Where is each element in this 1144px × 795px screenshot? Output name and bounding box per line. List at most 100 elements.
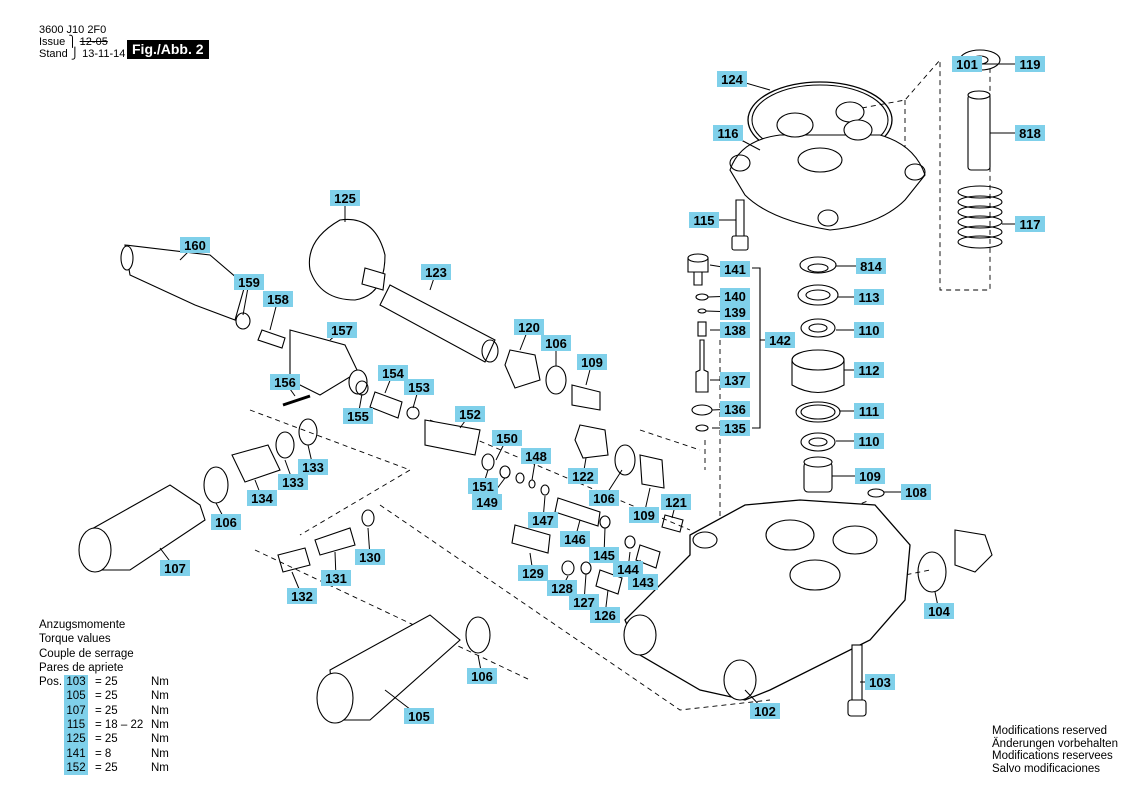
part-label-box (750, 703, 780, 719)
part-label-box (298, 459, 328, 475)
part-number-157: 157 (331, 323, 353, 338)
part-number-122: 122 (572, 469, 594, 484)
part-label-box (518, 565, 548, 581)
torque-pos: 105 (64, 689, 88, 704)
figure-badge: Fig./Abb. 2 (127, 40, 209, 59)
torque-value: = 25 (95, 676, 118, 689)
part-number-109: 109 (859, 469, 881, 484)
part-label-box (713, 125, 743, 141)
part-number-106: 106 (593, 491, 615, 506)
part-number-134: 134 (251, 491, 273, 506)
part-number-133: 133 (302, 460, 324, 475)
part-label-box (211, 514, 241, 530)
part-label-box (720, 401, 750, 417)
part-label-box (717, 71, 747, 87)
part-number-107: 107 (164, 561, 186, 576)
part-number-155: 155 (347, 409, 369, 424)
stand-value: 13-11-14 (82, 48, 126, 60)
part-number-159: 159 (238, 275, 260, 290)
part-number-116: 116 (718, 126, 739, 141)
modifications-line: Änderungen vorbehalten (992, 737, 1118, 750)
modifications-note: Modifications reserved Änderungen vorbeh… (992, 725, 1118, 775)
part-label-box (541, 335, 571, 351)
part-label-box (492, 430, 522, 446)
part-number-151: 151 (472, 479, 494, 494)
part-label-box (855, 468, 885, 484)
part-number-120: 120 (518, 320, 540, 335)
part-number-109: 109 (633, 508, 655, 523)
part-number-105: 105 (408, 709, 430, 724)
part-number-108: 108 (905, 485, 927, 500)
torque-unit: Nm (151, 747, 169, 760)
part-number-142: 142 (769, 333, 791, 348)
part-label-box (856, 258, 886, 274)
part-label-box (327, 322, 357, 338)
part-number-140: 140 (724, 289, 746, 304)
part-number-129: 129 (522, 566, 544, 581)
part-number-101: 101 (956, 57, 978, 72)
torque-unit: Nm (151, 761, 169, 774)
part-label-box (865, 674, 895, 690)
part-label-box (247, 490, 277, 506)
part-label-box (590, 607, 620, 623)
part-number-141: 141 (724, 262, 746, 277)
part-label-box (404, 708, 434, 724)
part-label-box (547, 580, 577, 596)
part-number-130: 130 (359, 550, 381, 565)
part-label-box (378, 365, 408, 381)
part-label-box (720, 288, 750, 304)
part-number-136: 136 (724, 402, 746, 417)
torque-table: Anzugsmomente Torque values Couple de se… (39, 618, 169, 776)
part-label-box (569, 594, 599, 610)
part-number-123: 123 (425, 265, 447, 280)
part-number-149: 149 (476, 495, 498, 510)
torque-title-de: Anzugsmomente (39, 619, 126, 631)
part-number-137: 137 (724, 373, 746, 388)
part-label-box (720, 420, 750, 436)
part-number-131: 131 (325, 571, 347, 586)
part-number-126: 126 (594, 608, 616, 623)
torque-title-es: Pares de apriete (39, 661, 124, 674)
part-label-box (263, 291, 293, 307)
part-label-box (765, 332, 795, 348)
torque-title-en: Torque values (39, 633, 111, 646)
part-label-box (689, 212, 719, 228)
part-label-box (467, 668, 497, 684)
part-label-box (854, 403, 884, 419)
part-number-127: 127 (573, 595, 595, 610)
torque-value: = 25 (95, 761, 118, 774)
part-label-box (568, 468, 598, 484)
pos-label: Pos. (39, 676, 63, 689)
part-label-box (577, 354, 607, 370)
part-number-135: 135 (724, 421, 746, 436)
part-label-box (270, 374, 300, 390)
part-label-box (180, 237, 210, 253)
part-label-box (343, 408, 373, 424)
part-label-box (628, 574, 658, 590)
part-label-box (1015, 125, 1045, 141)
torque-pos: 115 (64, 718, 88, 733)
torque-unit: Nm (151, 719, 169, 732)
part-label-box (720, 322, 750, 338)
part-label-box (924, 603, 954, 619)
torque-value: = 25 (95, 704, 118, 717)
part-label-box (854, 362, 884, 378)
part-number-106: 106 (545, 336, 567, 351)
modifications-line: Salvo modificaciones (992, 762, 1101, 775)
part-label-box (455, 406, 485, 422)
part-number-150: 150 (496, 431, 518, 446)
part-number-110: 110 (859, 323, 880, 338)
stand-label: Stand (39, 48, 68, 60)
part-label-box (404, 379, 434, 395)
torque-unit: Nm (151, 676, 169, 689)
part-number-132: 132 (291, 589, 313, 604)
part-number-154: 154 (382, 366, 404, 381)
part-label-box (287, 588, 317, 604)
torque-value: = 8 (95, 747, 112, 760)
part-label-box (629, 507, 659, 523)
part-number-113: 113 (859, 290, 880, 305)
issue-label: Issue (39, 36, 66, 48)
